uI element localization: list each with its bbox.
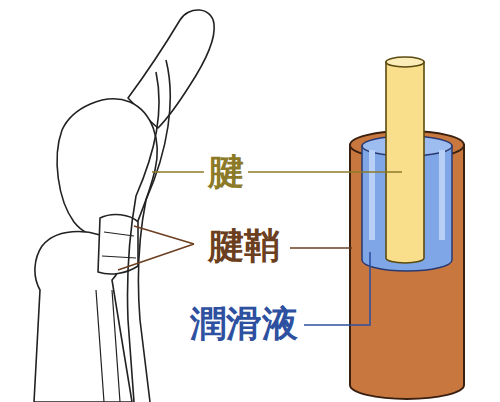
part-label: 潤滑液	[190, 306, 298, 342]
part-label: 腱鞘	[208, 228, 280, 264]
leader-line	[248, 171, 402, 173]
leader-line	[290, 247, 352, 249]
tendon-inner	[127, 72, 159, 402]
sheath-cylinder	[350, 57, 464, 399]
bone-line	[96, 290, 120, 402]
leader-line	[118, 226, 194, 270]
tendon-rod-top	[386, 57, 424, 67]
tendon	[138, 60, 170, 402]
finger-drawing	[34, 10, 214, 402]
sheath-detail	[102, 232, 136, 258]
leader-line	[152, 171, 204, 173]
leader-line	[304, 252, 370, 325]
leader-lines	[118, 172, 402, 325]
part-label: 腱	[208, 154, 244, 190]
tendon-rod	[386, 62, 424, 263]
